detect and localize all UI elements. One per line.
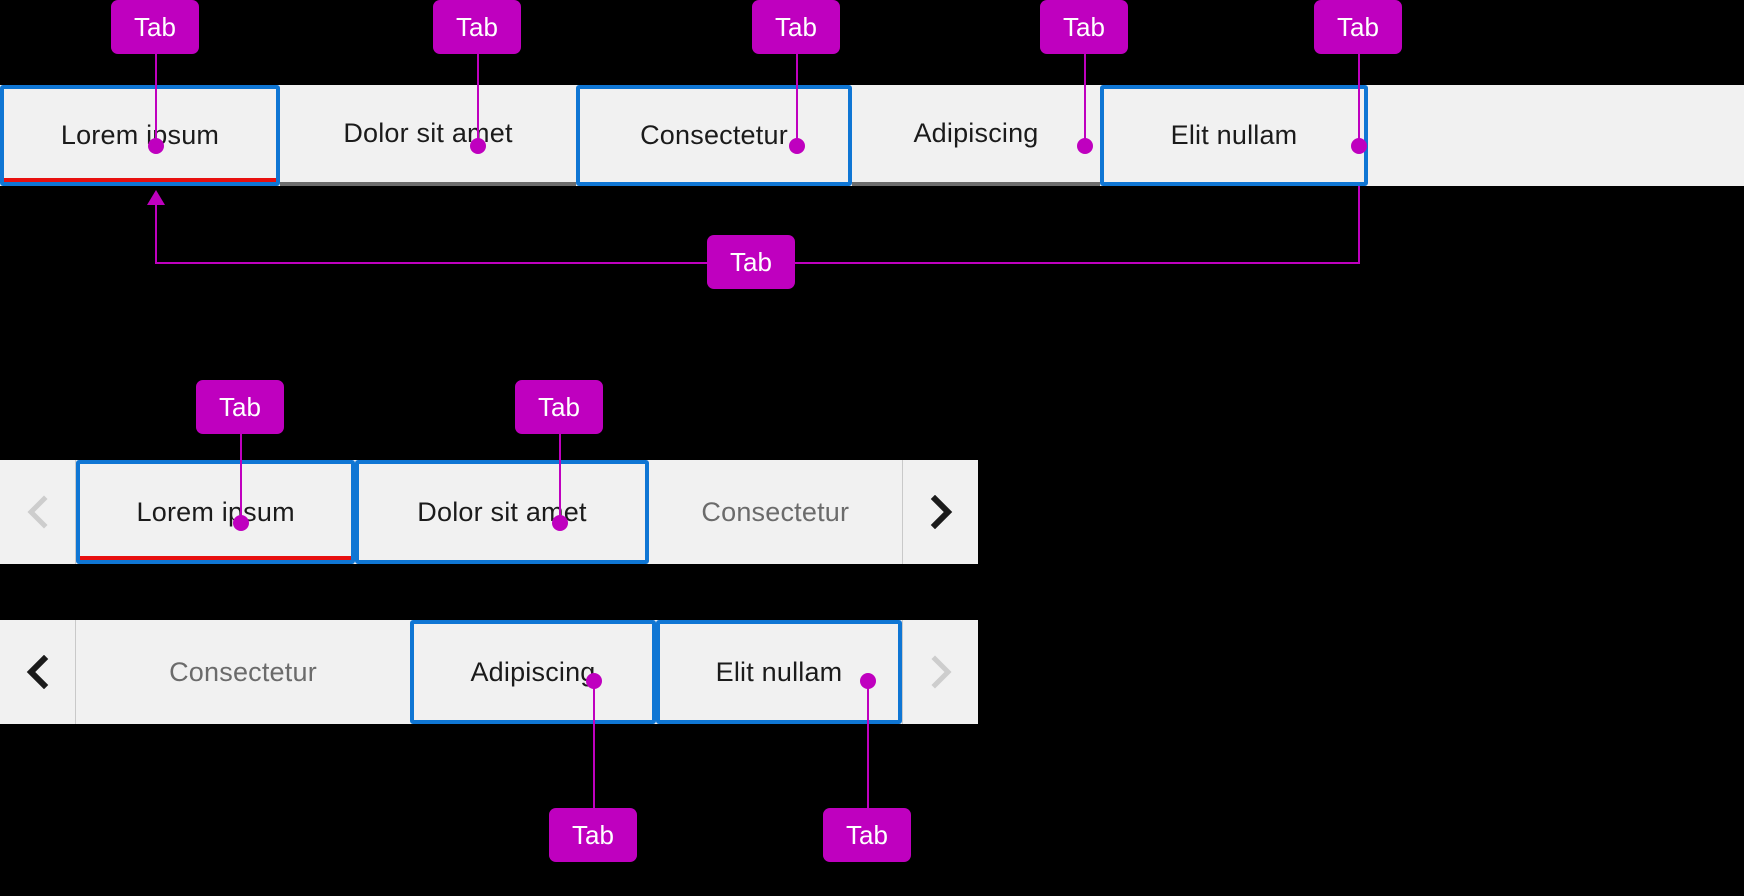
- tab-elit-nullam[interactable]: Elit nullam: [656, 620, 902, 724]
- tab-consectetur[interactable]: Consectetur: [76, 620, 410, 724]
- chevron-left-icon: [26, 655, 48, 689]
- full-width-tab-bar[interactable]: Lorem ipsum Dolor sit amet Consectetur A…: [0, 85, 1744, 186]
- badge-label: Tab: [1337, 11, 1379, 42]
- badge-label: Tab: [134, 11, 176, 42]
- tab-adipiscing[interactable]: Adipiscing: [852, 85, 1100, 186]
- tab-consectetur[interactable]: Consectetur: [648, 460, 902, 564]
- annotation-badge: Tab: [549, 808, 637, 862]
- annotation-badge: Tab: [433, 0, 521, 54]
- badge-label: Tab: [1063, 11, 1105, 42]
- tab-bar-empty-space: [1368, 85, 1744, 186]
- annotation-badge: Tab: [823, 808, 911, 862]
- badge-label: Tab: [846, 819, 888, 850]
- scroll-previous-button[interactable]: [0, 460, 76, 564]
- wrap-leader-arrowhead: [147, 190, 165, 205]
- scroll-next-button[interactable]: [902, 620, 978, 724]
- annotation-badge: Tab: [1314, 0, 1402, 54]
- tab-label: Lorem ipsum: [60, 120, 220, 150]
- annotation-badge: Tab: [515, 380, 603, 434]
- badge-label: Tab: [775, 11, 817, 42]
- tab-lorem-ipsum[interactable]: Lorem ipsum: [76, 460, 356, 564]
- wrap-leader-line-right: [1358, 186, 1360, 264]
- wrap-leader-line-bottom: [155, 262, 1360, 264]
- tab-label: Adipiscing: [470, 656, 596, 687]
- badge-label: Tab: [219, 391, 261, 422]
- tab-lorem-ipsum[interactable]: Lorem ipsum: [0, 85, 280, 186]
- tab-label: Elit nullam: [715, 656, 843, 687]
- badge-label: Tab: [538, 391, 580, 422]
- scrollable-tab-bar-page-1[interactable]: Lorem ipsum Dolor sit amet Consectetur: [0, 460, 978, 564]
- tab-label: Adipiscing: [913, 118, 1039, 148]
- tab-dolor-sit-amet[interactable]: Dolor sit amet: [355, 460, 649, 564]
- tab-label: Elit nullam: [1170, 120, 1298, 150]
- chevron-left-icon: [26, 495, 48, 529]
- annotation-badge: Tab: [196, 380, 284, 434]
- tab-label: Dolor sit amet: [343, 118, 513, 148]
- chevron-right-icon: [930, 655, 952, 689]
- tab-consectetur[interactable]: Consectetur: [576, 85, 852, 186]
- badge-label: Tab: [456, 11, 498, 42]
- badge-label: Tab: [572, 819, 614, 850]
- tab-label: Consectetur: [169, 656, 317, 687]
- badge-label: Tab: [730, 246, 772, 277]
- tab-label: Consectetur: [701, 496, 850, 527]
- tab-dolor-sit-amet[interactable]: Dolor sit amet: [280, 85, 576, 186]
- scroll-next-button[interactable]: [902, 460, 978, 564]
- tab-label: Lorem ipsum: [136, 496, 295, 527]
- tab-label: Dolor sit amet: [417, 496, 587, 527]
- tab-adipiscing[interactable]: Adipiscing: [410, 620, 656, 724]
- tab-elit-nullam[interactable]: Elit nullam: [1100, 85, 1368, 186]
- tab-label: Consectetur: [640, 120, 788, 150]
- annotation-badge: Tab: [1040, 0, 1128, 54]
- annotation-badge: Tab: [707, 235, 795, 289]
- wrap-leader-line-left: [155, 205, 157, 264]
- annotation-badge: Tab: [752, 0, 840, 54]
- chevron-right-icon: [930, 495, 952, 529]
- annotation-badge: Tab: [111, 0, 199, 54]
- scroll-previous-button[interactable]: [0, 620, 76, 724]
- scrollable-tab-bar-page-2[interactable]: Consectetur Adipiscing Elit nullam: [0, 620, 978, 724]
